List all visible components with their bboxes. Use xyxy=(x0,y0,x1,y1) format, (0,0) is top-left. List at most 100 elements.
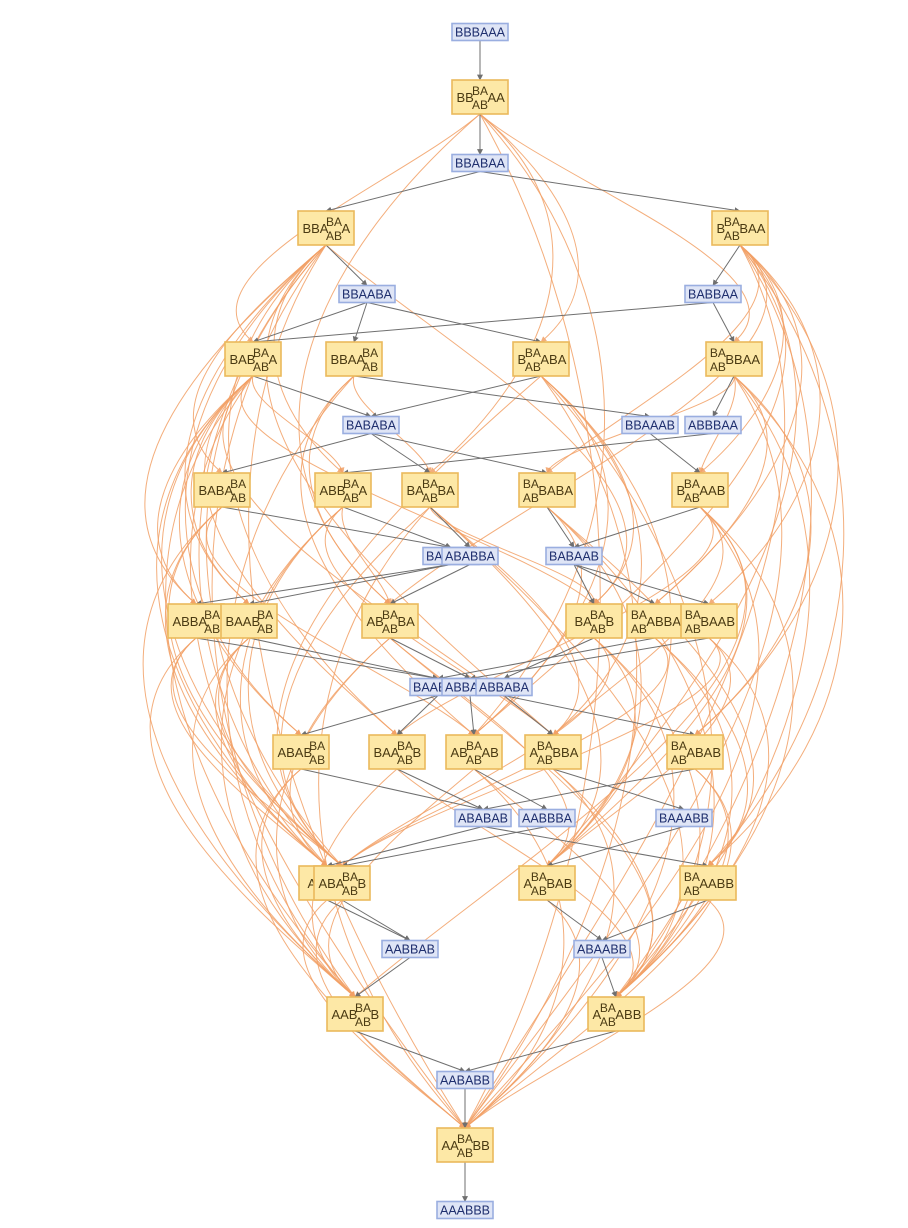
event-prefix: AB xyxy=(450,745,467,760)
state-node-bbabaa[interactable]: BBABAA xyxy=(451,153,509,173)
event-core-top: BA xyxy=(525,346,541,360)
evolution-edge xyxy=(573,564,710,606)
state-node-ababab[interactable]: ABABAB xyxy=(454,808,512,828)
event-suffix: B xyxy=(605,614,614,629)
causal-edge xyxy=(464,768,565,1129)
causal-edge xyxy=(318,506,466,1129)
evolution-edge xyxy=(325,171,481,213)
state-node-aabbba[interactable]: AABBBA xyxy=(518,808,576,828)
event-box xyxy=(565,603,623,639)
state-node-baaabb[interactable]: BAAABB xyxy=(655,808,713,828)
event-prefix: ABAB xyxy=(277,745,312,760)
state-node-aabbab[interactable]: AABBAB xyxy=(381,939,439,959)
state-box xyxy=(475,677,533,697)
event-prefix: A xyxy=(529,745,538,760)
event-core-bottom: AB xyxy=(355,1015,371,1029)
causal-edge xyxy=(252,375,345,474)
causal-edge xyxy=(707,244,845,867)
event-core-top: BA xyxy=(466,739,482,753)
causal-edge xyxy=(276,637,391,998)
causal-edge xyxy=(226,375,356,998)
event-core-top: BA xyxy=(326,215,342,229)
event-prefix: ABB xyxy=(319,483,345,498)
event-box xyxy=(325,341,383,377)
causal-edge xyxy=(654,375,768,605)
evolution-edge xyxy=(573,564,595,605)
state-box xyxy=(342,415,400,435)
state-node-aababb[interactable]: AABABB xyxy=(436,1070,494,1090)
state-label: ABABBA xyxy=(445,550,496,564)
causal-edge xyxy=(341,506,392,605)
state-box xyxy=(545,546,603,566)
state-node-abbaba[interactable]: ABBABA xyxy=(475,677,533,697)
evolution-edge xyxy=(396,695,439,736)
causal-edge xyxy=(464,899,725,1129)
state-node-aaabbb[interactable]: AAABBB xyxy=(436,1200,494,1220)
event-suffix: BAA xyxy=(739,221,765,236)
state-node-ababba[interactable]: ABABBA xyxy=(441,546,499,566)
state-node-abaabb[interactable]: ABAABB xyxy=(573,939,631,959)
state-box xyxy=(436,1070,494,1090)
causal-edge xyxy=(479,113,579,343)
state-node-bbaaba[interactable]: BBAABA xyxy=(338,284,396,304)
state-node-abbbaa[interactable]: ABBBAA xyxy=(684,415,742,435)
state-node-babbaa[interactable]: BABBAA xyxy=(684,284,742,304)
evolution-edge xyxy=(354,957,411,998)
event-prefix: BA xyxy=(406,483,424,498)
state-label: ABBABA xyxy=(479,681,530,695)
causal-edge xyxy=(247,506,344,867)
evolution-edge xyxy=(482,826,709,869)
evolution-edge xyxy=(429,506,471,548)
state-node-babaab[interactable]: BABAAB xyxy=(545,546,603,566)
event-core-bottom: AB xyxy=(724,229,740,243)
evolution-edge xyxy=(195,637,439,681)
evolution-edge xyxy=(473,768,548,810)
causal-edge xyxy=(190,375,254,605)
event-core-bottom: AB xyxy=(422,491,438,505)
event-box xyxy=(401,472,459,508)
causal-edge xyxy=(205,244,343,867)
state-node-bbbaaa[interactable]: BBBAAA xyxy=(451,22,509,42)
event-core-bottom: AB xyxy=(671,753,687,767)
evolution-edge xyxy=(354,1030,466,1073)
evolution-edge xyxy=(573,506,701,549)
evolution-edge xyxy=(469,695,477,736)
evolution-edge xyxy=(325,244,368,286)
causal-edge xyxy=(429,506,580,736)
state-node-bbaaab[interactable]: BBAAAB xyxy=(621,415,679,435)
state-node-bababa[interactable]: BABABA xyxy=(342,415,400,435)
causal-edge xyxy=(164,506,328,867)
event-prefix: B xyxy=(716,221,725,236)
evolution-edge xyxy=(342,506,452,549)
state-label: BBAAAB xyxy=(625,419,675,433)
